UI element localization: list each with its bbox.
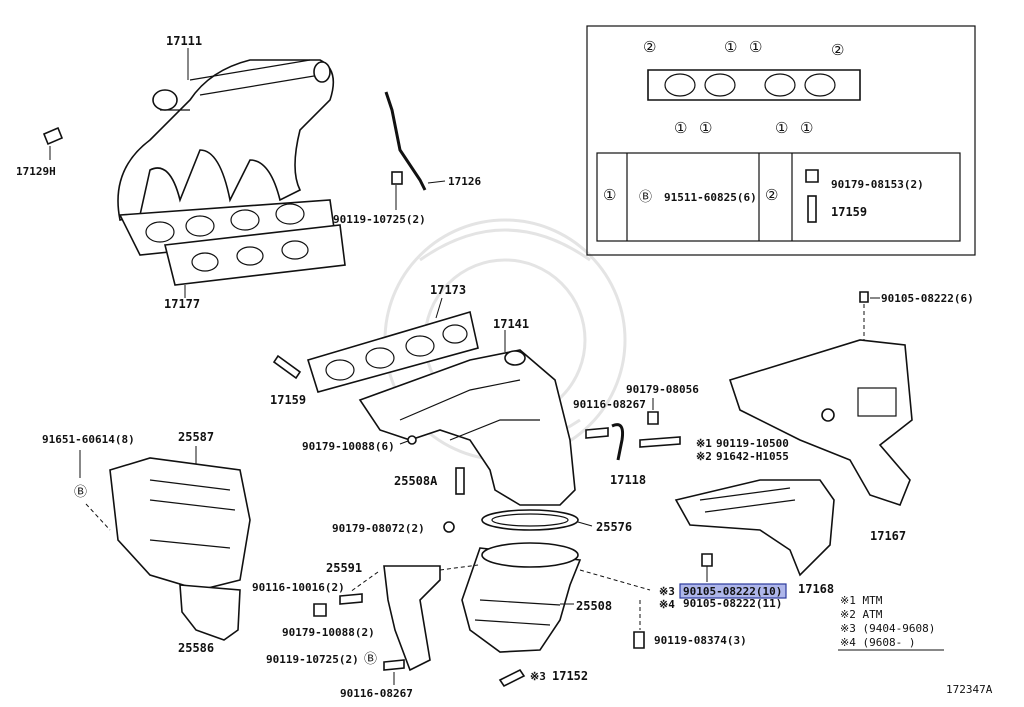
label-91642-h1055[interactable]: 91642-H1055: [716, 450, 789, 463]
label-90179-08056[interactable]: 90179-08056: [626, 383, 699, 396]
inset-circle-1-f: ①: [800, 119, 813, 137]
diagram-id: 172347A: [946, 683, 993, 696]
inset-circle-1-e: ①: [775, 119, 788, 137]
inset-circle-2-left: ②: [643, 38, 656, 56]
inset-table-circle-1: ①: [603, 186, 616, 204]
inset-circle-1-c: ①: [674, 119, 687, 137]
mark-1-bolt: ※1: [696, 437, 712, 450]
inset-circle-2-right: ②: [831, 41, 844, 59]
label-17152[interactable]: 17152: [552, 669, 588, 683]
mark-3-17152: ※3: [530, 670, 546, 683]
heat-insulator-17168[interactable]: [674, 479, 835, 577]
inset-circle-1-b: ①: [749, 38, 762, 56]
legend-item-3: ※3 (9404-9608): [840, 622, 935, 635]
label-17159-inset[interactable]: 17159: [831, 205, 867, 219]
label-91651-60614[interactable]: 91651-60614(8): [42, 433, 135, 446]
exhaust-manifold-17141[interactable]: [358, 349, 576, 506]
inset-table-circle-2: ②: [765, 186, 778, 204]
label-25591[interactable]: 25591: [326, 561, 362, 575]
mark-3-bolt: ※3: [659, 585, 675, 598]
inset-circle-b: Ⓑ: [639, 190, 652, 205]
label-90179-08153[interactable]: 90179-08153(2): [831, 178, 924, 191]
label-90119-08374[interactable]: 90119-08374(3): [654, 634, 747, 647]
bracket-25591[interactable]: [383, 565, 441, 672]
sensor-17129h[interactable]: [42, 126, 64, 160]
label-17111[interactable]: 17111: [166, 34, 202, 48]
circle-b-bracket: Ⓑ: [364, 652, 377, 667]
exhaust-gasket-17173[interactable]: [306, 310, 479, 393]
label-90179-08072[interactable]: 90179-08072(2): [332, 522, 425, 535]
mark-2-bolt: ※2: [696, 450, 712, 463]
gasket-inset-box: ② ① ① ② ① ① ① ① ① ② Ⓑ 91511-60825(6) 901…: [586, 25, 976, 256]
label-17126[interactable]: 17126: [448, 175, 481, 188]
label-17177[interactable]: 17177: [164, 297, 200, 311]
legend-item-1: ※1 MTM: [840, 594, 883, 607]
label-90179-10088-2[interactable]: 90179-10088(2): [282, 626, 375, 639]
label-91511-60825[interactable]: 91511-60825(6): [664, 191, 757, 204]
label-17167[interactable]: 17167: [870, 529, 906, 543]
label-90116-10016[interactable]: 90116-10016(2): [252, 581, 345, 594]
label-90116-08267-bot[interactable]: 90116-08267: [340, 687, 413, 700]
label-17141[interactable]: 17141: [493, 317, 529, 331]
inset-circle-1-a: ①: [724, 38, 737, 56]
converter-25508[interactable]: [461, 542, 582, 653]
label-90116-08267-top[interactable]: 90116-08267: [573, 398, 646, 411]
label-17173[interactable]: 17173: [430, 283, 466, 297]
label-17159-mid[interactable]: 17159: [270, 393, 306, 407]
label-17129h[interactable]: 17129H: [16, 165, 56, 178]
label-90179-10088-6[interactable]: 90179-10088(6): [302, 440, 395, 453]
label-25576[interactable]: 25576: [596, 520, 632, 534]
heat-shield-25587[interactable]: [109, 457, 251, 591]
label-90119-10725-top[interactable]: 90119-10725(2): [333, 213, 426, 226]
stud-25508a[interactable]: [455, 467, 465, 495]
highlight-90105-08222-10[interactable]: [679, 583, 787, 599]
label-90119-10500[interactable]: 90119-10500: [716, 437, 789, 450]
label-90105-08222-6[interactable]: 90105-08222(6): [881, 292, 974, 305]
heat-insulator-17167[interactable]: [728, 339, 913, 506]
label-17118[interactable]: 17118: [610, 473, 646, 487]
label-25508a[interactable]: 25508A: [394, 474, 438, 488]
intake-manifold-17111[interactable]: [117, 59, 335, 221]
intake-gasket-17177[interactable]: [118, 199, 346, 286]
legend-item-2: ※2 ATM: [840, 608, 883, 621]
mark-4-bolt: ※4: [659, 598, 675, 611]
label-90105-08222-10[interactable]: 90105-08222(10): [683, 585, 782, 598]
stud-17159[interactable]: [272, 354, 302, 380]
label-17168[interactable]: 17168: [798, 582, 834, 596]
stud-17152[interactable]: [498, 668, 526, 688]
stay-17126[interactable]: [384, 91, 427, 191]
legend: ※1 MTM ※2 ATM ※3 (9404-9608) ※4 (9608- ): [838, 594, 944, 651]
inset-circle-1-d: ①: [699, 119, 712, 137]
label-25586[interactable]: 25586: [178, 641, 214, 655]
legend-item-4: ※4 (9608- ): [840, 636, 915, 649]
label-90105-08222-11[interactable]: 90105-08222(11): [683, 597, 782, 610]
label-25508[interactable]: 25508: [576, 599, 612, 613]
circle-b-left: Ⓑ: [74, 485, 87, 500]
heat-shield-25586[interactable]: [179, 584, 241, 641]
label-25587[interactable]: 25587: [178, 430, 214, 444]
stay-17118[interactable]: [611, 423, 624, 461]
label-90119-10725-bot[interactable]: 90119-10725(2): [266, 653, 359, 666]
gasket-25576[interactable]: [481, 509, 579, 531]
